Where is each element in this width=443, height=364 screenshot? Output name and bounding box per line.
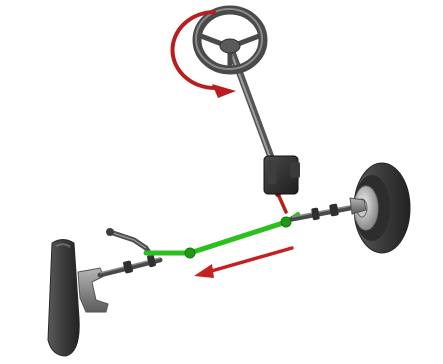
left-linkage-joint — [185, 248, 195, 258]
left-tie-rod — [100, 254, 160, 275]
steering-gearbox-icon — [264, 156, 300, 194]
left-arrow-icon — [194, 248, 292, 278]
steering-wheel-icon — [196, 9, 263, 70]
right-wheel — [350, 163, 410, 253]
right-linkage-joint — [281, 217, 291, 227]
idler-arm — [106, 228, 150, 254]
right-tie-rod — [292, 203, 350, 220]
left-tire-icon — [48, 240, 79, 357]
left-wheel — [48, 240, 108, 357]
